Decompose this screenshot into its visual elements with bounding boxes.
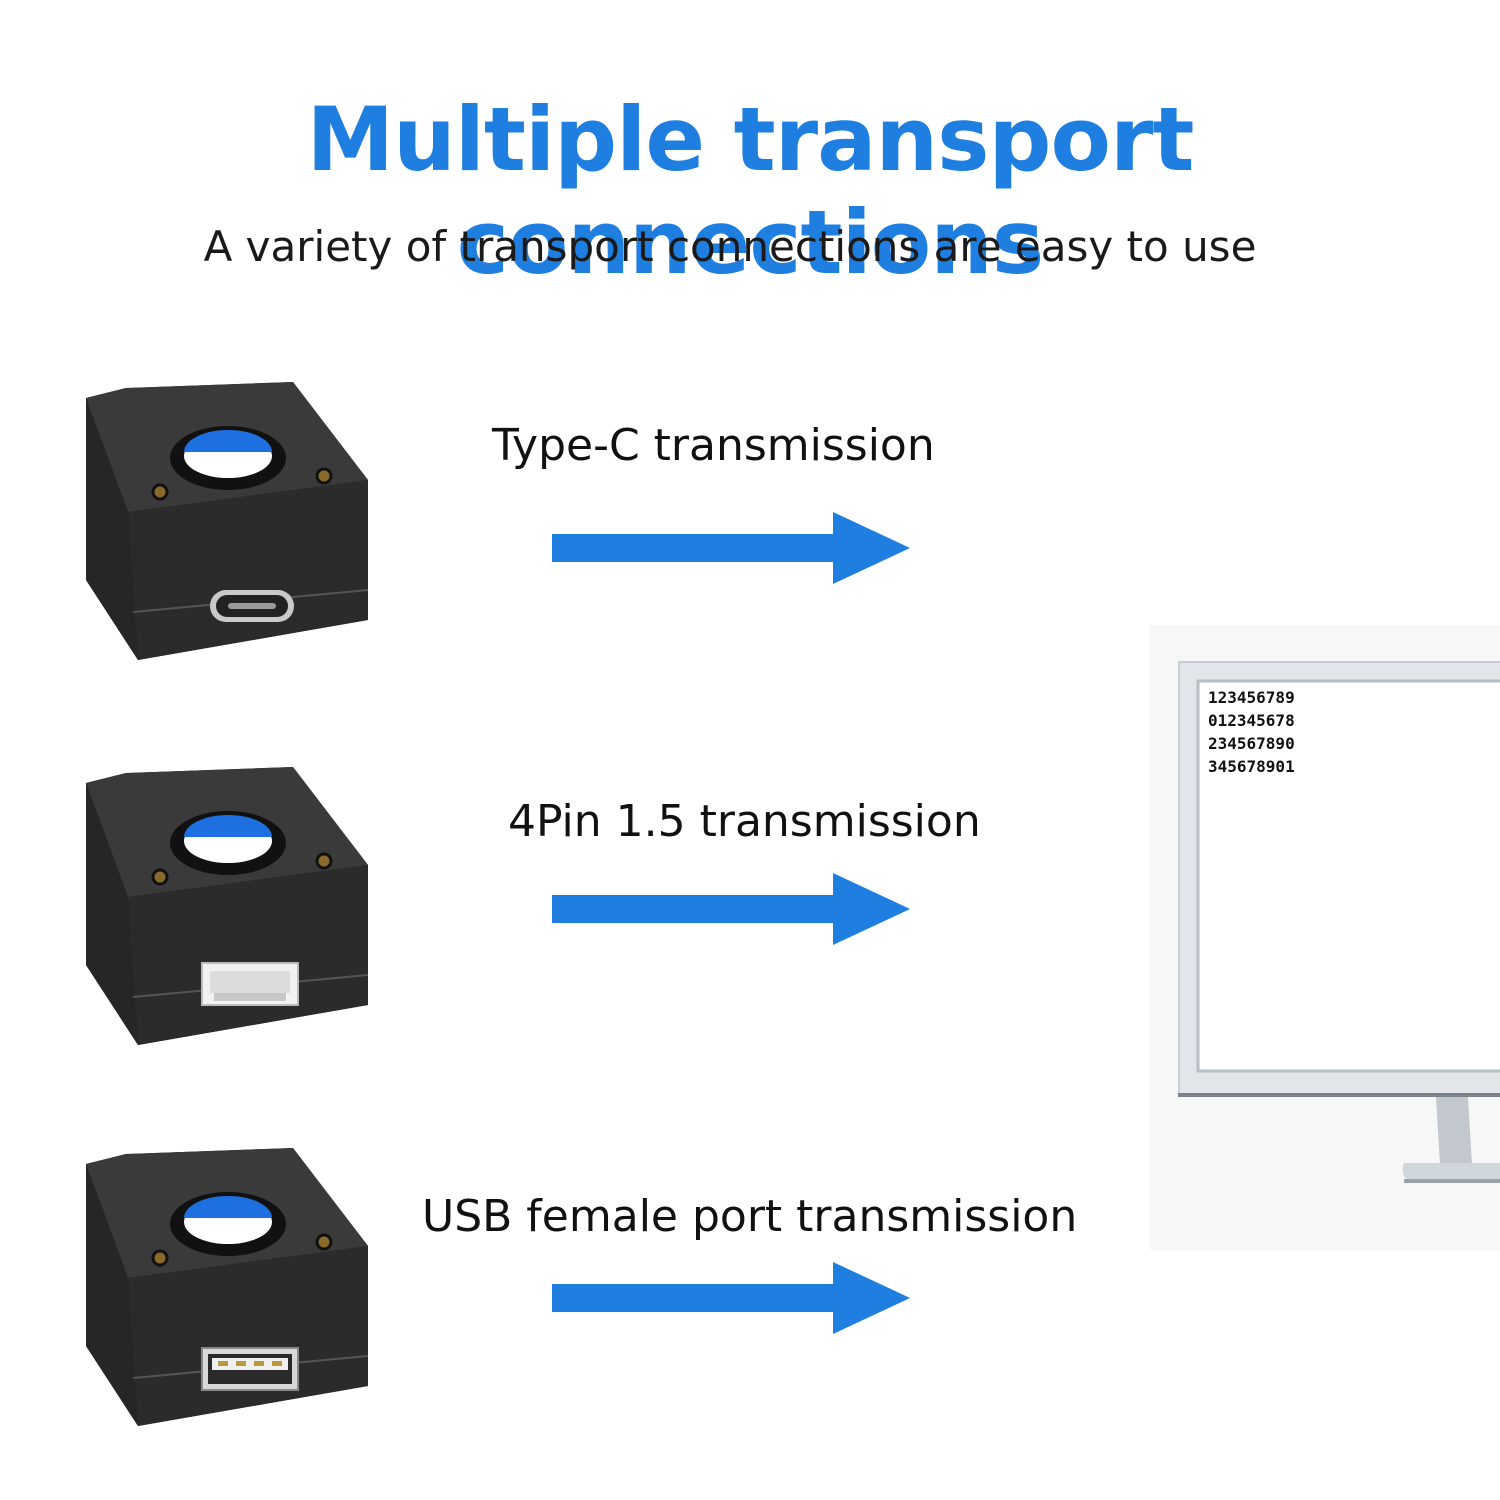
screen-line: 234567890 <box>1208 734 1295 753</box>
page-subtitle: A variety of transport connections are e… <box>203 222 1257 271</box>
usb-a-port-icon <box>201 1347 299 1391</box>
arrow-right-icon <box>552 873 910 945</box>
scanner-device-type-c <box>86 382 369 660</box>
arrow-right-icon <box>552 512 910 584</box>
4pin-connector-icon <box>201 962 299 1006</box>
connection-label-type-c: Type-C transmission <box>492 420 935 471</box>
usb-c-port-icon <box>210 590 294 622</box>
screen-line: 345678901 <box>1208 757 1295 776</box>
connection-label-4pin: 4Pin 1.5 transmission <box>508 796 981 847</box>
screen-line: 123456789 <box>1208 688 1295 707</box>
monitor-screen-text: 123456789 012345678 234567890 345678901 <box>1208 686 1295 778</box>
connection-label-usb-female: USB female port transmission <box>422 1191 1078 1242</box>
scanner-device-usb-female <box>86 1148 369 1426</box>
arrow-right-icon <box>552 1262 910 1334</box>
page-title: Multiple transport connections <box>306 88 1195 294</box>
screen-line: 012345678 <box>1208 711 1295 730</box>
scanner-device-4pin <box>86 767 369 1045</box>
computer-monitor <box>1150 625 1500 1250</box>
